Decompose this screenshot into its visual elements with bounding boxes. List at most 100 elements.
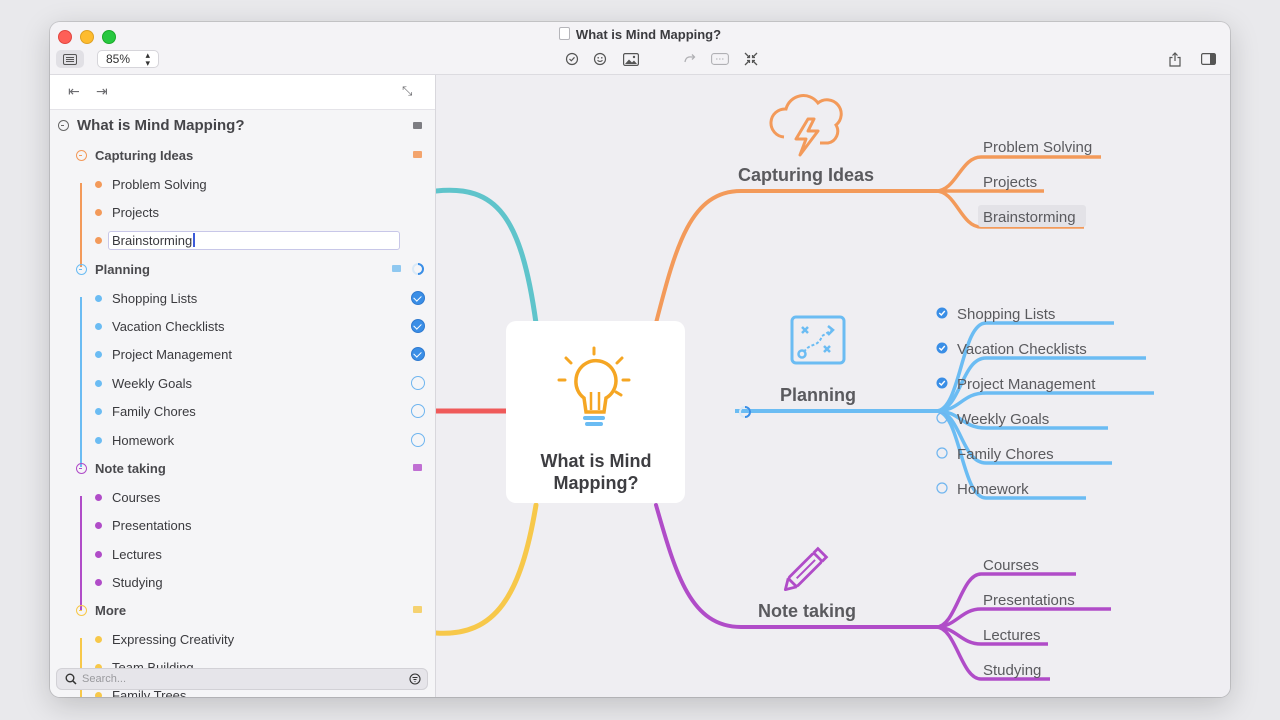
outline-item-label[interactable]: Brainstorming <box>112 232 193 248</box>
task-checkbox-unchecked[interactable] <box>936 412 948 424</box>
outline-item[interactable]: Family Chores <box>95 398 196 424</box>
mind-map-svg: What is Mind Mapping? Capturing Ideas Pr… <box>436 94 1154 681</box>
indent-icon[interactable]: ⇥ <box>96 83 108 99</box>
leaf-node[interactable]: Studying <box>983 662 1041 679</box>
task-checkbox-checked[interactable] <box>411 347 425 361</box>
focus-button[interactable] <box>743 50 759 68</box>
progress-ring-icon <box>412 263 424 275</box>
outline-item[interactable]: Weekly Goals <box>95 370 192 396</box>
branch-node-notes[interactable]: Note taking <box>758 601 856 621</box>
task-button[interactable] <box>564 50 580 68</box>
outline-item[interactable]: Problem Solving <box>95 171 207 197</box>
outline-branch-notes[interactable]: Note taking <box>76 455 166 481</box>
outline-item-label: Presentations <box>112 517 192 533</box>
bullet-dot <box>95 521 102 529</box>
outline-item[interactable]: Homework <box>95 427 174 453</box>
leaf-node[interactable]: Projects <box>983 174 1037 191</box>
branch-line-capturing <box>654 189 938 325</box>
outline-branch-capturing[interactable]: Capturing Ideas <box>76 142 193 168</box>
task-checkbox-checked[interactable] <box>936 342 948 354</box>
mind-map-canvas[interactable]: What is Mind Mapping? Capturing Ideas Pr… <box>436 75 1230 697</box>
search-bar[interactable]: Search... <box>56 668 428 690</box>
collapse-toggle-icon[interactable] <box>76 149 87 161</box>
share-button[interactable] <box>1167 50 1183 68</box>
inspector-toggle-button[interactable] <box>1199 50 1217 68</box>
leaf-node[interactable]: Weekly Goals <box>957 411 1049 428</box>
outline-item[interactable]: Family Trees <box>95 682 186 697</box>
minimize-window-button[interactable] <box>80 30 94 44</box>
outline-item[interactable]: Projects <box>95 199 159 225</box>
leaf-node[interactable]: Shopping Lists <box>957 306 1055 323</box>
leaf-node[interactable]: Lectures <box>983 627 1041 644</box>
relationship-button[interactable] <box>710 50 730 68</box>
close-window-button[interactable] <box>58 30 72 44</box>
outline-branch-more[interactable]: More <box>76 597 126 623</box>
leaf-node[interactable]: Homework <box>957 481 1029 498</box>
image-button[interactable] <box>622 50 640 68</box>
leaf-node[interactable]: Project Management <box>957 376 1096 393</box>
outline-edit-field[interactable] <box>108 231 400 250</box>
progress-ring-icon <box>739 406 751 418</box>
outline-item[interactable]: Vacation Checklists <box>95 313 224 339</box>
leaf-node[interactable]: Vacation Checklists <box>957 341 1087 358</box>
outline-item-label: Problem Solving <box>112 176 207 192</box>
leaf-node[interactable]: Family Chores <box>957 446 1054 463</box>
outdent-icon[interactable]: ⇤ <box>68 83 80 99</box>
bullet-dot <box>95 635 102 643</box>
outline-item[interactable]: Presentations <box>95 512 192 538</box>
sidebar-toggle-button[interactable] <box>56 50 84 68</box>
bullet-dot <box>95 663 102 671</box>
task-checkbox-unchecked[interactable] <box>936 447 948 459</box>
task-checkbox-checked[interactable] <box>936 377 948 389</box>
task-checkbox-unchecked[interactable] <box>936 482 948 494</box>
outline-item[interactable]: Project Management <box>95 341 232 367</box>
outline-item-editing[interactable]: Brainstorming <box>95 227 195 253</box>
task-checkbox-unchecked[interactable] <box>411 433 425 447</box>
outline-item[interactable]: Studying <box>95 569 163 595</box>
outline-root[interactable]: What is Mind Mapping? <box>58 112 244 138</box>
leaf-node[interactable]: Courses <box>983 557 1039 574</box>
titlebar: What is Mind Mapping? 85%▴▾ <box>50 22 1230 75</box>
branch-line-teal <box>436 187 539 326</box>
task-checkbox-checked[interactable] <box>411 291 425 305</box>
outline-item-label: Projects <box>112 204 159 220</box>
outline-item[interactable]: Expressing Creativity <box>95 626 234 652</box>
redo-button[interactable] <box>682 50 698 68</box>
image-attachment-icon <box>413 606 422 613</box>
outline-item[interactable]: Courses <box>95 484 160 510</box>
expand-icon[interactable]: ⤡ <box>402 83 413 98</box>
bullet-dot <box>95 180 102 188</box>
outline-item[interactable]: Lectures <box>95 541 162 567</box>
task-checkbox-unchecked[interactable] <box>411 404 425 418</box>
leaf-node[interactable]: Problem Solving <box>983 139 1092 156</box>
outline-sidebar: ⇤ ⇥ ⤡ What is Mind Mapping? Capturing Id… <box>50 75 436 697</box>
bullet-dot <box>95 407 102 415</box>
share-icon <box>1169 51 1181 67</box>
outline-branch-planning[interactable]: Planning <box>76 256 150 282</box>
task-checkbox-checked[interactable] <box>411 319 425 333</box>
window-title-text: What is Mind Mapping? <box>575 27 722 42</box>
collapse-toggle-icon[interactable] <box>76 604 87 616</box>
leaf-node[interactable]: Brainstorming <box>983 209 1076 226</box>
outline-toolbar: ⇤ ⇥ ⤡ <box>50 75 435 110</box>
collapse-toggle-icon[interactable] <box>76 462 87 474</box>
outline-item[interactable]: Shopping Lists <box>95 285 197 311</box>
branch-line-notes <box>654 503 938 629</box>
selected-node-highlight <box>978 205 1086 227</box>
collapse-toggle-icon[interactable] <box>76 263 87 275</box>
branch-line-yellow <box>436 502 539 636</box>
bullet-dot <box>95 436 102 444</box>
zoom-select[interactable]: 85%▴▾ <box>97 50 159 68</box>
task-checkbox-checked[interactable] <box>936 307 948 319</box>
bullet-dot <box>95 691 102 697</box>
branch-node-planning[interactable]: Planning <box>780 385 856 405</box>
sticker-button[interactable] <box>592 50 608 68</box>
filter-icon[interactable] <box>409 673 421 685</box>
bullet-dot <box>95 208 102 216</box>
task-checkbox-unchecked[interactable] <box>411 376 425 390</box>
branch-node-capturing[interactable]: Capturing Ideas <box>738 165 874 185</box>
collapse-toggle-icon[interactable] <box>58 119 69 131</box>
zoom-window-button[interactable] <box>102 30 116 44</box>
bullet-dot <box>95 379 102 387</box>
leaf-node[interactable]: Presentations <box>983 592 1075 609</box>
